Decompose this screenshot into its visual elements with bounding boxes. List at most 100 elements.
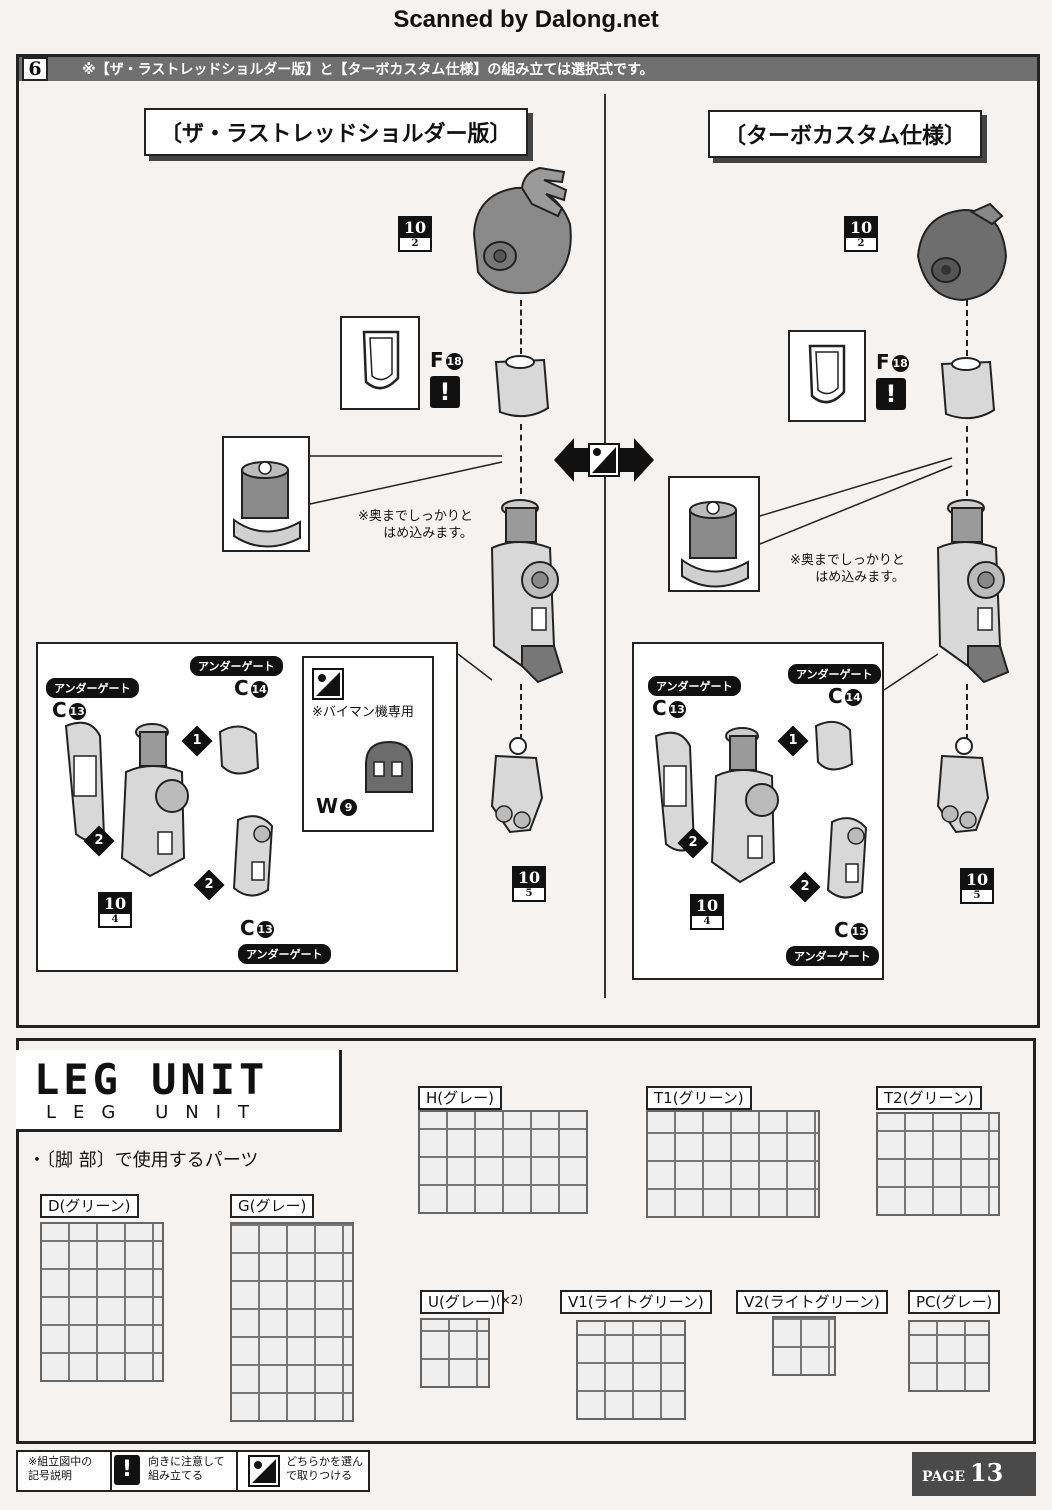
runner-d-label: D(グリーン) xyxy=(40,1194,139,1218)
left-gate-label-3: アンダーゲート xyxy=(238,944,331,964)
leg-unit-subtitle: LEG UNIT xyxy=(46,1102,267,1123)
right-gate-label-2: アンダーゲート xyxy=(788,664,881,684)
right-sub-callout xyxy=(883,653,939,691)
runner-pc xyxy=(908,1320,990,1392)
left-dash-shoulder xyxy=(520,300,522,354)
page-number-value: 13 xyxy=(969,1458,1004,1487)
note-line-1: ※奥までしっかりと xyxy=(358,509,473,524)
step-digit: 2 xyxy=(800,879,810,894)
legend-item-1-line-1: 向きに注意して xyxy=(148,1455,225,1468)
leg-unit-frame xyxy=(16,1038,1036,1444)
leg-unit-logo: LEG UNIT xyxy=(34,1055,269,1104)
step-number: 6 xyxy=(22,57,48,81)
page-number: PAGE 13 xyxy=(922,1458,1003,1487)
ref-top: 10 xyxy=(514,868,544,888)
left-sub-ref: 10 4 xyxy=(98,892,132,928)
step-digit: 1 xyxy=(788,733,798,748)
runner-h-label: H(グレー) xyxy=(418,1086,502,1110)
right-gate-label-3: アンダーゲート xyxy=(786,946,879,966)
runner-u xyxy=(420,1318,490,1388)
left-gate-label-2: アンダーゲート xyxy=(190,656,283,676)
step-digit: 2 xyxy=(688,835,698,850)
right-callout-lines xyxy=(759,457,953,545)
ref-bottom: 5 xyxy=(525,888,533,899)
runner-v1 xyxy=(576,1320,686,1420)
right-step-1-marker: 1 xyxy=(777,725,809,757)
byman-option-note: ※バイマン機専用 xyxy=(312,705,414,720)
note-line-2: はめ込みます。 xyxy=(383,526,473,541)
page-label: PAGE xyxy=(922,1469,965,1485)
left-f18-detail-drawing xyxy=(362,330,400,390)
step-digit: 1 xyxy=(192,733,202,748)
runner-t1 xyxy=(646,1110,820,1218)
left-f18-detail-inset xyxy=(340,316,420,410)
byman-w9-part xyxy=(365,740,413,793)
ref-bottom: 5 xyxy=(973,890,981,901)
ref-top: 10 xyxy=(692,896,722,916)
right-square-detail-inset xyxy=(668,476,760,592)
step-header-bar xyxy=(19,57,1037,81)
ref-top: 10 xyxy=(962,870,992,890)
left-callout-lines xyxy=(309,455,503,505)
left-sub-callout xyxy=(457,653,493,681)
part-number: 13 xyxy=(668,701,686,718)
step-frame xyxy=(16,54,1040,1028)
part-letter: W xyxy=(316,794,339,818)
left-step-2a-marker: 2 xyxy=(83,825,115,857)
runner-t1-label: T1(グリーン) xyxy=(646,1086,752,1110)
legend-item-2-line-1: どちらかを選ん xyxy=(286,1455,363,1468)
legend-item-2-line-2: で取りつける xyxy=(286,1469,353,1482)
runner-t2-label: T2(グリーン) xyxy=(876,1086,982,1110)
page-footer-bar xyxy=(912,1452,1036,1496)
legend-item-1: 向きに注意して 組み立てる xyxy=(148,1455,225,1483)
part-number: 18 xyxy=(445,353,463,370)
left-side-armor-part xyxy=(232,815,274,897)
legend-item-1-line-2: 組み立てる xyxy=(148,1469,203,1482)
runner-u-label: U(グレー) xyxy=(420,1290,504,1314)
right-f18-detail-drawing xyxy=(808,344,846,404)
part-letter: F xyxy=(876,350,890,374)
part-number: 9 xyxy=(340,799,358,816)
left-step-1-marker: 1 xyxy=(181,725,213,757)
right-f18-detail-inset xyxy=(788,330,866,422)
step-note: ※【ザ・ラストレッドショルダー版】と【ターボカスタム仕様】の組み立ては選択式です… xyxy=(82,62,654,78)
runner-d xyxy=(40,1222,164,1382)
part-letter: C xyxy=(240,916,255,940)
right-sub-assembly-drawing xyxy=(654,720,854,884)
runner-v2 xyxy=(772,1316,836,1376)
note-line-2: はめ込みます。 xyxy=(815,570,905,585)
legend-warning-icon: ! xyxy=(114,1455,140,1485)
choose-one-arrow-icon xyxy=(554,438,654,482)
runner-u-count: (×2) xyxy=(496,1293,524,1307)
left-upper-leg-assembly xyxy=(490,499,564,684)
ref-top: 10 xyxy=(100,894,130,914)
right-step-2b-marker: 2 xyxy=(789,871,821,903)
right-shoulder-armor-part xyxy=(916,202,1008,302)
part-number: 13 xyxy=(256,921,274,938)
legend-title-line-1: ※組立図中の xyxy=(28,1455,93,1468)
runner-g xyxy=(230,1222,354,1422)
runner-v2-label: V2(ライトグリーン) xyxy=(736,1290,888,1314)
right-side-armor-part xyxy=(826,817,868,899)
left-gate-label-1: アンダーゲート xyxy=(46,678,139,698)
part-letter: C xyxy=(828,684,843,708)
legend-title-line-2: 記号説明 xyxy=(28,1469,72,1482)
part-letter: F xyxy=(430,348,444,372)
note-line-1: ※奥までしっかりと xyxy=(790,553,905,568)
left-leg-ref: 10 5 xyxy=(512,866,546,902)
left-f18-part xyxy=(494,355,550,418)
left-square-detail-inset xyxy=(222,436,310,552)
right-version-title: 〔ターボカスタム仕様〕 xyxy=(708,110,983,158)
ref-top: 10 xyxy=(400,218,430,238)
runner-g-label: G(グレー) xyxy=(230,1194,315,1218)
left-square-detail-drawing xyxy=(233,461,301,548)
left-dash-knee xyxy=(520,684,522,740)
runner-t2 xyxy=(876,1112,1000,1216)
part-letter: C xyxy=(52,698,67,722)
version-divider xyxy=(604,94,606,998)
right-sub-ref: 10 4 xyxy=(690,894,724,930)
